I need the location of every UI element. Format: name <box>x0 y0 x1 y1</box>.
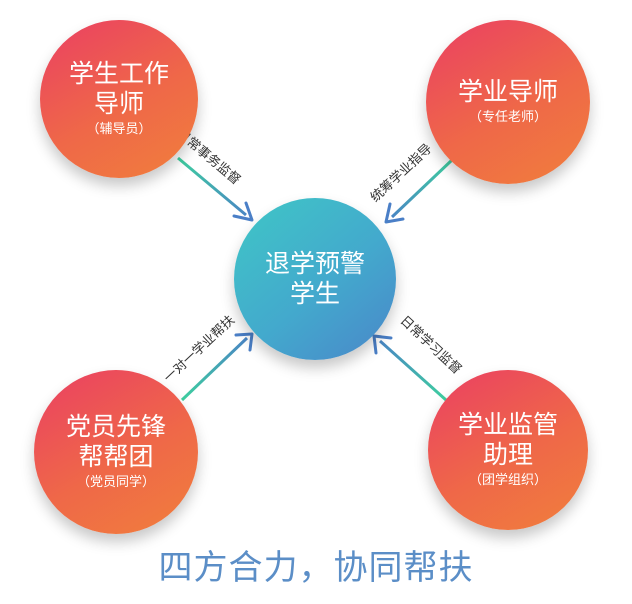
node-assistant: 学业监管 助理 （团学组织） <box>428 370 588 530</box>
node-counselor-subtitle: （辅导员） <box>86 122 152 137</box>
edge-label-assistant: 日常学习监督 <box>397 313 465 378</box>
node-counselor: 学生工作 导师 （辅导员） <box>40 20 198 178</box>
node-tutor-subtitle: （专任老师） <box>468 110 547 125</box>
connector-party: 一对一学业帮扶 <box>161 312 254 402</box>
node-assistant-title: 学业监管 助理 <box>457 410 558 469</box>
node-party: 党员先锋 帮帮团 （党员同学） <box>34 370 198 534</box>
arrowhead-icon <box>384 202 405 224</box>
edge-label-tutor: 统筹学业指导 <box>367 141 435 206</box>
slogan: 四方合力，协同帮扶 <box>158 548 474 588</box>
edge-label-party: 一对一学业帮扶 <box>161 312 238 386</box>
node-party-subtitle: （党员同学） <box>76 475 155 490</box>
node-tutor: 学业导师 （专任老师） <box>426 20 590 184</box>
connector-assistant: 日常学习监督 <box>372 313 465 402</box>
arrowhead-icon <box>234 332 254 352</box>
node-counselor-title: 学生工作 导师 <box>68 59 169 118</box>
arrowhead-icon <box>372 334 393 355</box>
node-center-title: 退学预警 学生 <box>264 249 365 308</box>
node-party-title: 党员先锋 帮帮团 <box>65 412 166 471</box>
node-center: 退学预警 学生 <box>234 198 396 360</box>
node-tutor-title: 学业导师 <box>457 77 558 106</box>
arrowhead-icon <box>232 201 254 222</box>
connector-tutor: 统筹学业指导 <box>367 141 454 224</box>
node-assistant-subtitle: （团学组织） <box>468 473 547 488</box>
